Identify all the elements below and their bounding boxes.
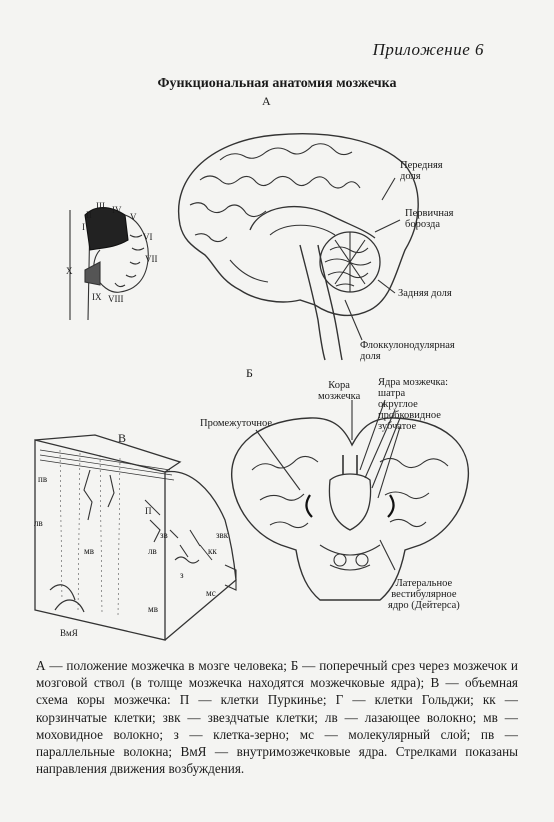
cerebellar-nuclei-label: Ядра мозжечка: шатра округлое пробковидн… xyxy=(378,377,448,432)
lobule-diagram xyxy=(69,206,149,321)
lobule-label: IV xyxy=(112,205,122,215)
lobule-label: III xyxy=(96,201,105,211)
cortex-label: кк xyxy=(208,546,217,556)
cortex-label: мв xyxy=(84,546,94,556)
lobule-label: VII xyxy=(145,254,158,264)
nuclei-heading: Ядра мозжечка: xyxy=(378,377,449,388)
anatomy-illustration xyxy=(34,133,470,641)
page-title: Функциональная анатомия мозжечка xyxy=(157,76,397,91)
cortex-label: мв xyxy=(148,604,158,614)
nucleus-globose: округлое xyxy=(378,399,418,410)
figure-caption: А — положение мозжечка в мозге человека;… xyxy=(36,658,518,777)
nucleus-dentate: зубчатое xyxy=(378,421,417,432)
primary-fissure-label: Первичная борозда xyxy=(405,208,453,230)
cortex-label: зв xyxy=(160,530,168,540)
primary-fissure-line2: борозда xyxy=(405,219,441,230)
figure-a-letter: А xyxy=(262,94,271,108)
cortex-label: ВмЯ xyxy=(60,628,78,638)
lobule-label: I xyxy=(82,222,85,232)
appendix-header: Приложение 6 xyxy=(372,40,484,59)
lobule-label: VI xyxy=(143,232,153,242)
cerebellar-cortex-line1: Кора xyxy=(328,380,350,391)
posterior-lobe-label: Задняя доля xyxy=(398,288,452,299)
flocculonodular-label: Флоккулонодулярная доля xyxy=(360,340,455,362)
lateral-vestibular-line1: Латеральное xyxy=(395,578,453,589)
cortex-label: П xyxy=(145,506,152,516)
primary-fissure-line1: Первичная xyxy=(405,208,454,219)
cortex-block-drawing xyxy=(34,434,237,641)
anterior-lobe-line2: доля xyxy=(400,171,421,182)
nucleus-emboliform: пробковидное xyxy=(378,410,441,421)
lateral-vestibular-label: Латеральное вестибулярное ядро (Дейтерса… xyxy=(388,578,460,611)
anterior-lobe-label: Передняя доля xyxy=(400,160,443,182)
intermediate-label: Промежуточное xyxy=(200,418,273,429)
cortex-label: лв xyxy=(34,518,43,528)
nucleus-fastigial: шатра xyxy=(378,388,406,399)
transverse-section-drawing xyxy=(231,399,470,601)
cortex-label: мс xyxy=(206,588,216,598)
figure-b-letter: Б xyxy=(246,366,253,380)
cortex-label: пв xyxy=(38,474,48,484)
anterior-lobe-line1: Передняя xyxy=(400,160,443,171)
lobule-label: X xyxy=(66,266,73,276)
lobule-label: V xyxy=(130,212,137,222)
figure-v-letter: В xyxy=(118,431,127,445)
cortex-label: з xyxy=(180,570,184,580)
cortex-label: лв xyxy=(148,546,157,556)
cerebellar-cortex-label: Кора мозжечка xyxy=(318,380,360,402)
lobule-label: II xyxy=(86,210,92,220)
flocculonodular-line1: Флоккулонодулярная xyxy=(360,340,455,351)
lateral-vestibular-line2: вестибулярное xyxy=(391,589,457,600)
cerebellar-cortex-line2: мозжечка xyxy=(318,391,361,402)
flocculonodular-line2: доля xyxy=(360,351,381,362)
lobule-label: IX xyxy=(92,292,102,302)
cortex-label: звк xyxy=(216,530,229,540)
brain-sagittal-drawing xyxy=(177,133,419,361)
lateral-vestibular-line3: ядро (Дейтерса) xyxy=(388,600,460,611)
lobule-label: VIII xyxy=(108,294,124,304)
